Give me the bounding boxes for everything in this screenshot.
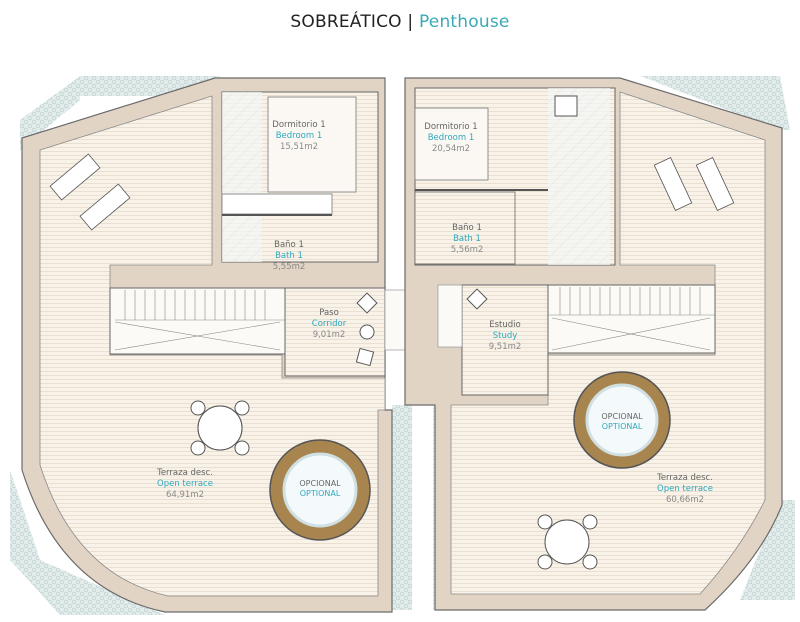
label-en: Bedroom 1 — [427, 133, 475, 143]
chair-icon — [356, 292, 378, 314]
sun-loungers-left — [49, 153, 131, 231]
dining-table-left — [190, 400, 250, 456]
chair-icon — [466, 288, 488, 310]
label-area: 5,55m2 — [272, 262, 306, 272]
label-area: 5,56m2 — [450, 245, 484, 255]
label-en: Bath 1 — [453, 234, 481, 244]
bed-left — [267, 96, 357, 193]
title-main: SOBREÁTICO — [290, 12, 402, 32]
label-en: Open terrace — [157, 479, 213, 489]
label-area: 60,66m2 — [665, 495, 705, 505]
label-area: 15,51m2 — [279, 142, 319, 152]
label-en: OPTIONAL — [299, 489, 341, 498]
label-es: Dormitorio 1 — [424, 122, 478, 132]
label-es: Dormitorio 1 — [272, 120, 326, 130]
label-area: 9,01m2 — [312, 330, 346, 340]
dining-table-right — [537, 514, 598, 570]
label-es: OPCIONAL — [299, 479, 341, 488]
label-es: Terraza desc. — [157, 468, 213, 478]
room-label-study: Estudio Study 9,51m2 — [450, 320, 560, 353]
label-es: Baño 1 — [452, 223, 482, 233]
page-title: SOBREÁTICO | Penthouse — [0, 12, 800, 32]
label-es: Estudio — [489, 320, 521, 330]
label-area: 64,91m2 — [165, 490, 205, 500]
chair-icon — [355, 347, 375, 367]
label-es: Baño 1 — [274, 240, 304, 250]
bed-right — [414, 107, 489, 181]
label-area: 9,51m2 — [488, 342, 522, 352]
label-area: 20,54m2 — [431, 144, 471, 154]
sun-loungers-right — [653, 157, 735, 211]
staircase-right — [547, 284, 716, 354]
desk-chair-icon — [554, 95, 578, 117]
label-en: Bedroom 1 — [275, 131, 323, 141]
hot-tub-right — [573, 371, 671, 469]
right-unit — [404, 77, 783, 611]
staircase-left — [109, 287, 286, 355]
label-en: OPTIONAL — [601, 422, 643, 431]
title-sub: Penthouse — [418, 12, 510, 32]
label-en: Study — [492, 331, 518, 341]
label-es: Paso — [319, 308, 339, 318]
label-en: Open terrace — [657, 484, 713, 494]
wardrobe-left — [221, 193, 333, 215]
room-label-terrace-right: Terraza desc. Open terrace 60,66m2 — [630, 473, 740, 506]
room-label-bedroom-left: Dormitorio 1 Bedroom 1 15,51m2 — [244, 120, 354, 153]
room-label-terrace-left: Terraza desc. Open terrace 64,91m2 — [130, 468, 240, 501]
side-table-icon — [359, 324, 375, 340]
label-en: Bath 1 — [275, 251, 303, 261]
room-label-bedroom-right: Dormitorio 1 Bedroom 1 20,54m2 — [396, 122, 506, 155]
optional-label-left: OPCIONAL OPTIONAL — [285, 479, 355, 499]
label-en: Corridor — [311, 319, 347, 329]
label-es: Terraza desc. — [657, 473, 713, 483]
room-label-bath-right: Baño 1 Bath 1 5,56m2 — [412, 223, 522, 256]
room-label-corridor: Paso Corridor 9,01m2 — [274, 308, 384, 341]
title-separator: | — [407, 12, 414, 32]
room-label-bath-left: Baño 1 Bath 1 5,55m2 — [234, 240, 344, 273]
left-unit — [21, 77, 414, 613]
optional-label-right: OPCIONAL OPTIONAL — [587, 412, 657, 432]
hot-tub-left — [269, 439, 371, 541]
label-es: OPCIONAL — [601, 412, 643, 421]
